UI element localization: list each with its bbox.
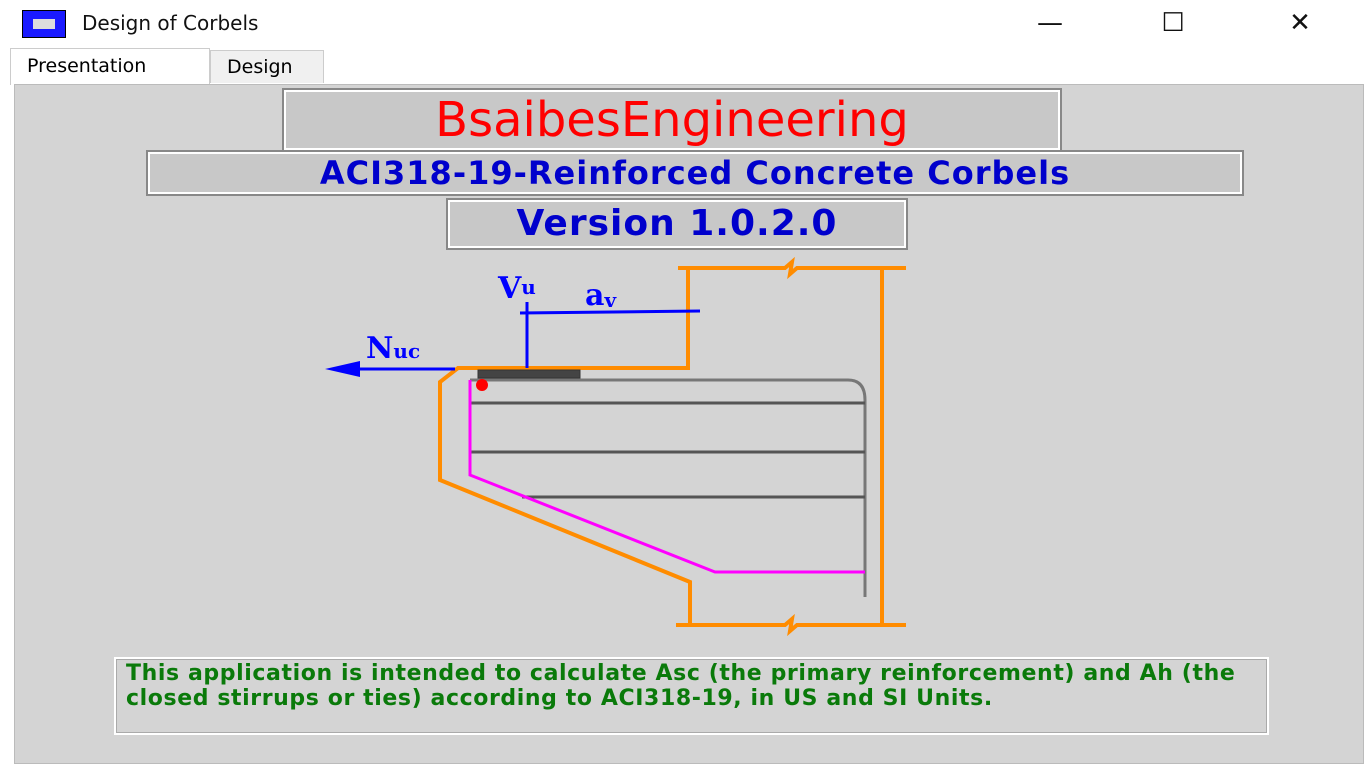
bearing-plate bbox=[477, 369, 581, 379]
tab-presentation[interactable]: Presentation bbox=[10, 48, 210, 85]
minimize-button[interactable]: — bbox=[1037, 8, 1063, 38]
vu-label: Vu bbox=[497, 271, 536, 306]
av-label: av bbox=[585, 278, 617, 313]
concrete-outline bbox=[438, 256, 906, 637]
window-title: Design of Corbels bbox=[82, 11, 259, 35]
subtitle: ACI318-19-Reinforced Concrete Corbels bbox=[146, 150, 1244, 196]
anchor-bar bbox=[476, 379, 488, 391]
nuc-label: Nuc bbox=[366, 331, 420, 366]
version-label: Version 1.0.2.0 bbox=[446, 198, 908, 250]
tie-bars bbox=[470, 378, 867, 597]
maximize-button[interactable]: ☐ bbox=[1161, 8, 1185, 38]
close-button[interactable]: ✕ bbox=[1289, 8, 1311, 38]
tab-design[interactable]: Design bbox=[210, 50, 324, 83]
app-icon bbox=[22, 10, 66, 38]
description-text: This application is intended to calculat… bbox=[114, 657, 1269, 735]
brand-title: BsaibesEngineering bbox=[282, 88, 1062, 152]
presentation-panel bbox=[14, 84, 1364, 764]
load-arrows bbox=[325, 302, 701, 377]
primary-reinforcement bbox=[468, 380, 865, 574]
title-bar: Design of Corbels — ☐ ✕ bbox=[0, 0, 1366, 46]
